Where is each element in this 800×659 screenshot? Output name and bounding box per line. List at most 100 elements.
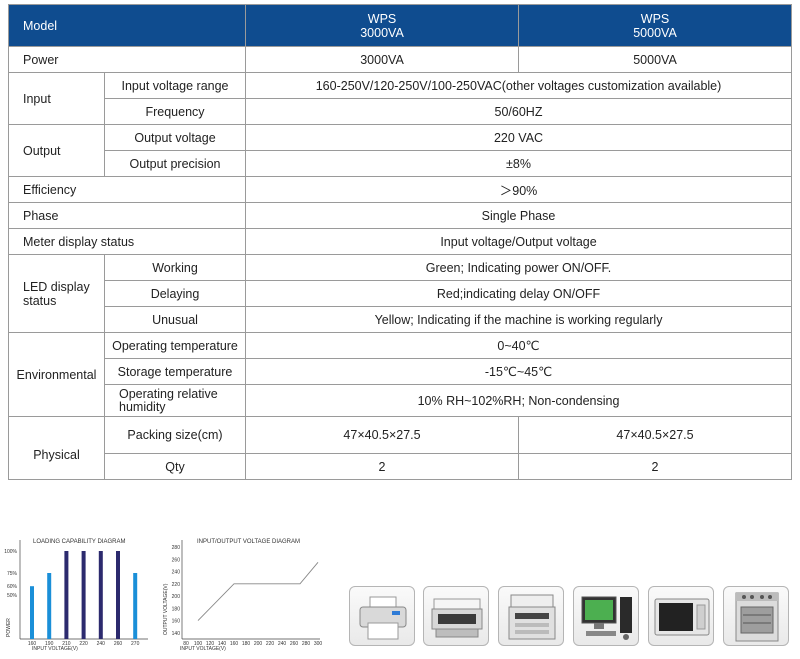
packing-label: Packing size(cm) xyxy=(103,416,247,454)
led-unusual-value: Yellow; Indicating if the machine is wor… xyxy=(245,306,793,333)
loading-x-tick: 240 xyxy=(97,641,106,647)
output-voltage-row: Output Output voltage 220 VAC xyxy=(8,124,793,177)
loading-bar xyxy=(81,551,86,639)
led-delaying-row: Delaying Red;indicating delay ON/OFF xyxy=(9,280,793,307)
loading-chart-title: LOADING CAPABILITY DIAGRAM xyxy=(33,539,125,545)
power-value-1: 3000VA xyxy=(245,46,520,73)
io-x-tick: 120 xyxy=(206,641,215,647)
meter-label: Meter display status xyxy=(7,228,247,255)
loading-bar xyxy=(30,586,34,639)
io-x-tick: 220 xyxy=(266,641,275,647)
led-working-label: Working xyxy=(103,254,247,281)
loading-y-tick: 100% xyxy=(4,549,17,555)
input-label: Input xyxy=(8,72,105,125)
loading-x-tick: 270 xyxy=(131,641,140,647)
loading-x-tick: 210 xyxy=(62,641,71,647)
meter-row: Meter display status Input voltage/Outpu… xyxy=(7,228,793,255)
loading-x-tick: 190 xyxy=(45,641,54,647)
efficiency-label: Efficiency xyxy=(7,176,247,203)
copier-icon xyxy=(498,586,564,646)
humidity-value: 10% RH~102%RH; Non-condensing xyxy=(245,384,793,417)
output-precision-label: Output precision xyxy=(103,150,247,177)
output-voltage-value: 220 VAC xyxy=(245,124,793,151)
phase-row: Phase Single Phase xyxy=(7,202,793,229)
io-y-tick: 260 xyxy=(172,557,181,563)
io-x-tick: 240 xyxy=(278,641,287,647)
meter-value: Input voltage/Output voltage xyxy=(245,228,793,255)
power-value-2: 5000VA xyxy=(518,46,793,73)
io-y-label: OUTPUT VOLTAGE(V) xyxy=(163,583,169,635)
input-range-row: Input Input voltage range 160-250V/120-2… xyxy=(8,72,793,125)
diagrams: LOADING CAPABILITY DIAGRAM 100%75%60%50%… xyxy=(4,539,322,652)
device-icon-row xyxy=(349,586,789,646)
storage-temp-label: Storage temperature xyxy=(103,358,247,385)
input-range-value: 160-250V/120-250V/100-250VAC(other volta… xyxy=(245,72,793,99)
loading-x-tick: 160 xyxy=(28,641,37,647)
led-unusual-label: Unusual xyxy=(103,306,247,333)
io-x-tick: 200 xyxy=(254,641,263,647)
output-voltage-label: Output voltage xyxy=(103,124,247,151)
printer-icon xyxy=(349,586,415,646)
loading-bar xyxy=(116,551,120,639)
loading-bar xyxy=(98,551,103,639)
frequency-row: Frequency 50/60HZ xyxy=(9,98,793,125)
op-temp-label: Operating temperature xyxy=(103,332,247,359)
io-y-tick: 140 xyxy=(172,631,181,637)
op-temp-value: 0~40℃ xyxy=(245,332,793,359)
io-x-tick: 180 xyxy=(242,641,251,647)
io-x-label: INPUT VOLTAGE(V) xyxy=(180,646,226,652)
loading-y-tick: 60% xyxy=(7,584,18,590)
loading-y-label: POWER xyxy=(6,618,12,637)
io-y-tick: 200 xyxy=(172,594,181,600)
loading-bar xyxy=(64,551,69,639)
io-y-tick: 180 xyxy=(172,606,181,612)
power-row: Power 3000VA 5000VA xyxy=(7,46,793,73)
led-unusual-row: Unusual Yellow; Indicating if the machin… xyxy=(9,306,793,333)
led-delaying-label: Delaying xyxy=(103,280,247,307)
frequency-value: 50/60HZ xyxy=(245,98,793,125)
phase-label: Phase xyxy=(7,202,247,229)
qty-label: Qty xyxy=(103,453,247,480)
loading-x-tick: 220 xyxy=(79,641,88,647)
io-x-tick: 300 xyxy=(314,641,323,647)
phase-value: Single Phase xyxy=(245,202,793,229)
output-precision-row: Output precision ±8% xyxy=(9,150,793,177)
io-x-tick: 280 xyxy=(302,641,311,647)
desktop-computer-icon xyxy=(573,586,639,646)
loading-x-label: INPUT VOLTAGE(V) xyxy=(32,646,78,652)
qty-value-2: 2 xyxy=(518,453,793,480)
physical-label: Physical xyxy=(8,416,105,480)
loading-bar xyxy=(133,573,138,639)
io-y-tick: 240 xyxy=(172,570,181,576)
op-temp-row: Environmental Operating temperature 0~40… xyxy=(8,332,793,417)
output-precision-value: ±8% xyxy=(245,150,793,177)
oven-icon xyxy=(723,586,789,646)
environmental-label: Environmental xyxy=(8,332,105,417)
storage-temp-value: -15℃~45℃ xyxy=(245,358,793,385)
model-header: Model xyxy=(7,4,247,47)
microwave-icon xyxy=(648,586,714,646)
qty-value-1: 2 xyxy=(245,453,520,480)
efficiency-value: ＞90% xyxy=(245,176,793,203)
io-chart-title: INPUT/OUTPUT VOLTAGE DIAGRAM xyxy=(197,539,300,545)
power-label: Power xyxy=(7,46,247,73)
io-x-tick: 160 xyxy=(230,641,239,647)
qty-row: Qty 2 2 xyxy=(9,453,793,480)
storage-temp-row: Storage temperature -15℃~45℃ xyxy=(9,358,793,385)
loading-capability-chart: LOADING CAPABILITY DIAGRAM 100%75%60%50%… xyxy=(4,539,148,652)
frequency-label: Frequency xyxy=(103,98,247,125)
io-x-tick: 80 xyxy=(183,641,189,647)
io-y-tick: 280 xyxy=(172,545,181,551)
io-x-tick: 100 xyxy=(194,641,203,647)
io-y-tick: 220 xyxy=(172,582,181,588)
io-y-tick: 160 xyxy=(172,619,181,625)
packing-value-2: 47×40.5×27.5 xyxy=(518,416,793,454)
packing-value-1: 47×40.5×27.5 xyxy=(245,416,520,454)
io-voltage-chart: INPUT/OUTPUT VOLTAGE DIAGRAM 14016018020… xyxy=(163,539,322,652)
packing-row: Physical Packing size(cm) 47×40.5×27.5 4… xyxy=(8,416,793,480)
